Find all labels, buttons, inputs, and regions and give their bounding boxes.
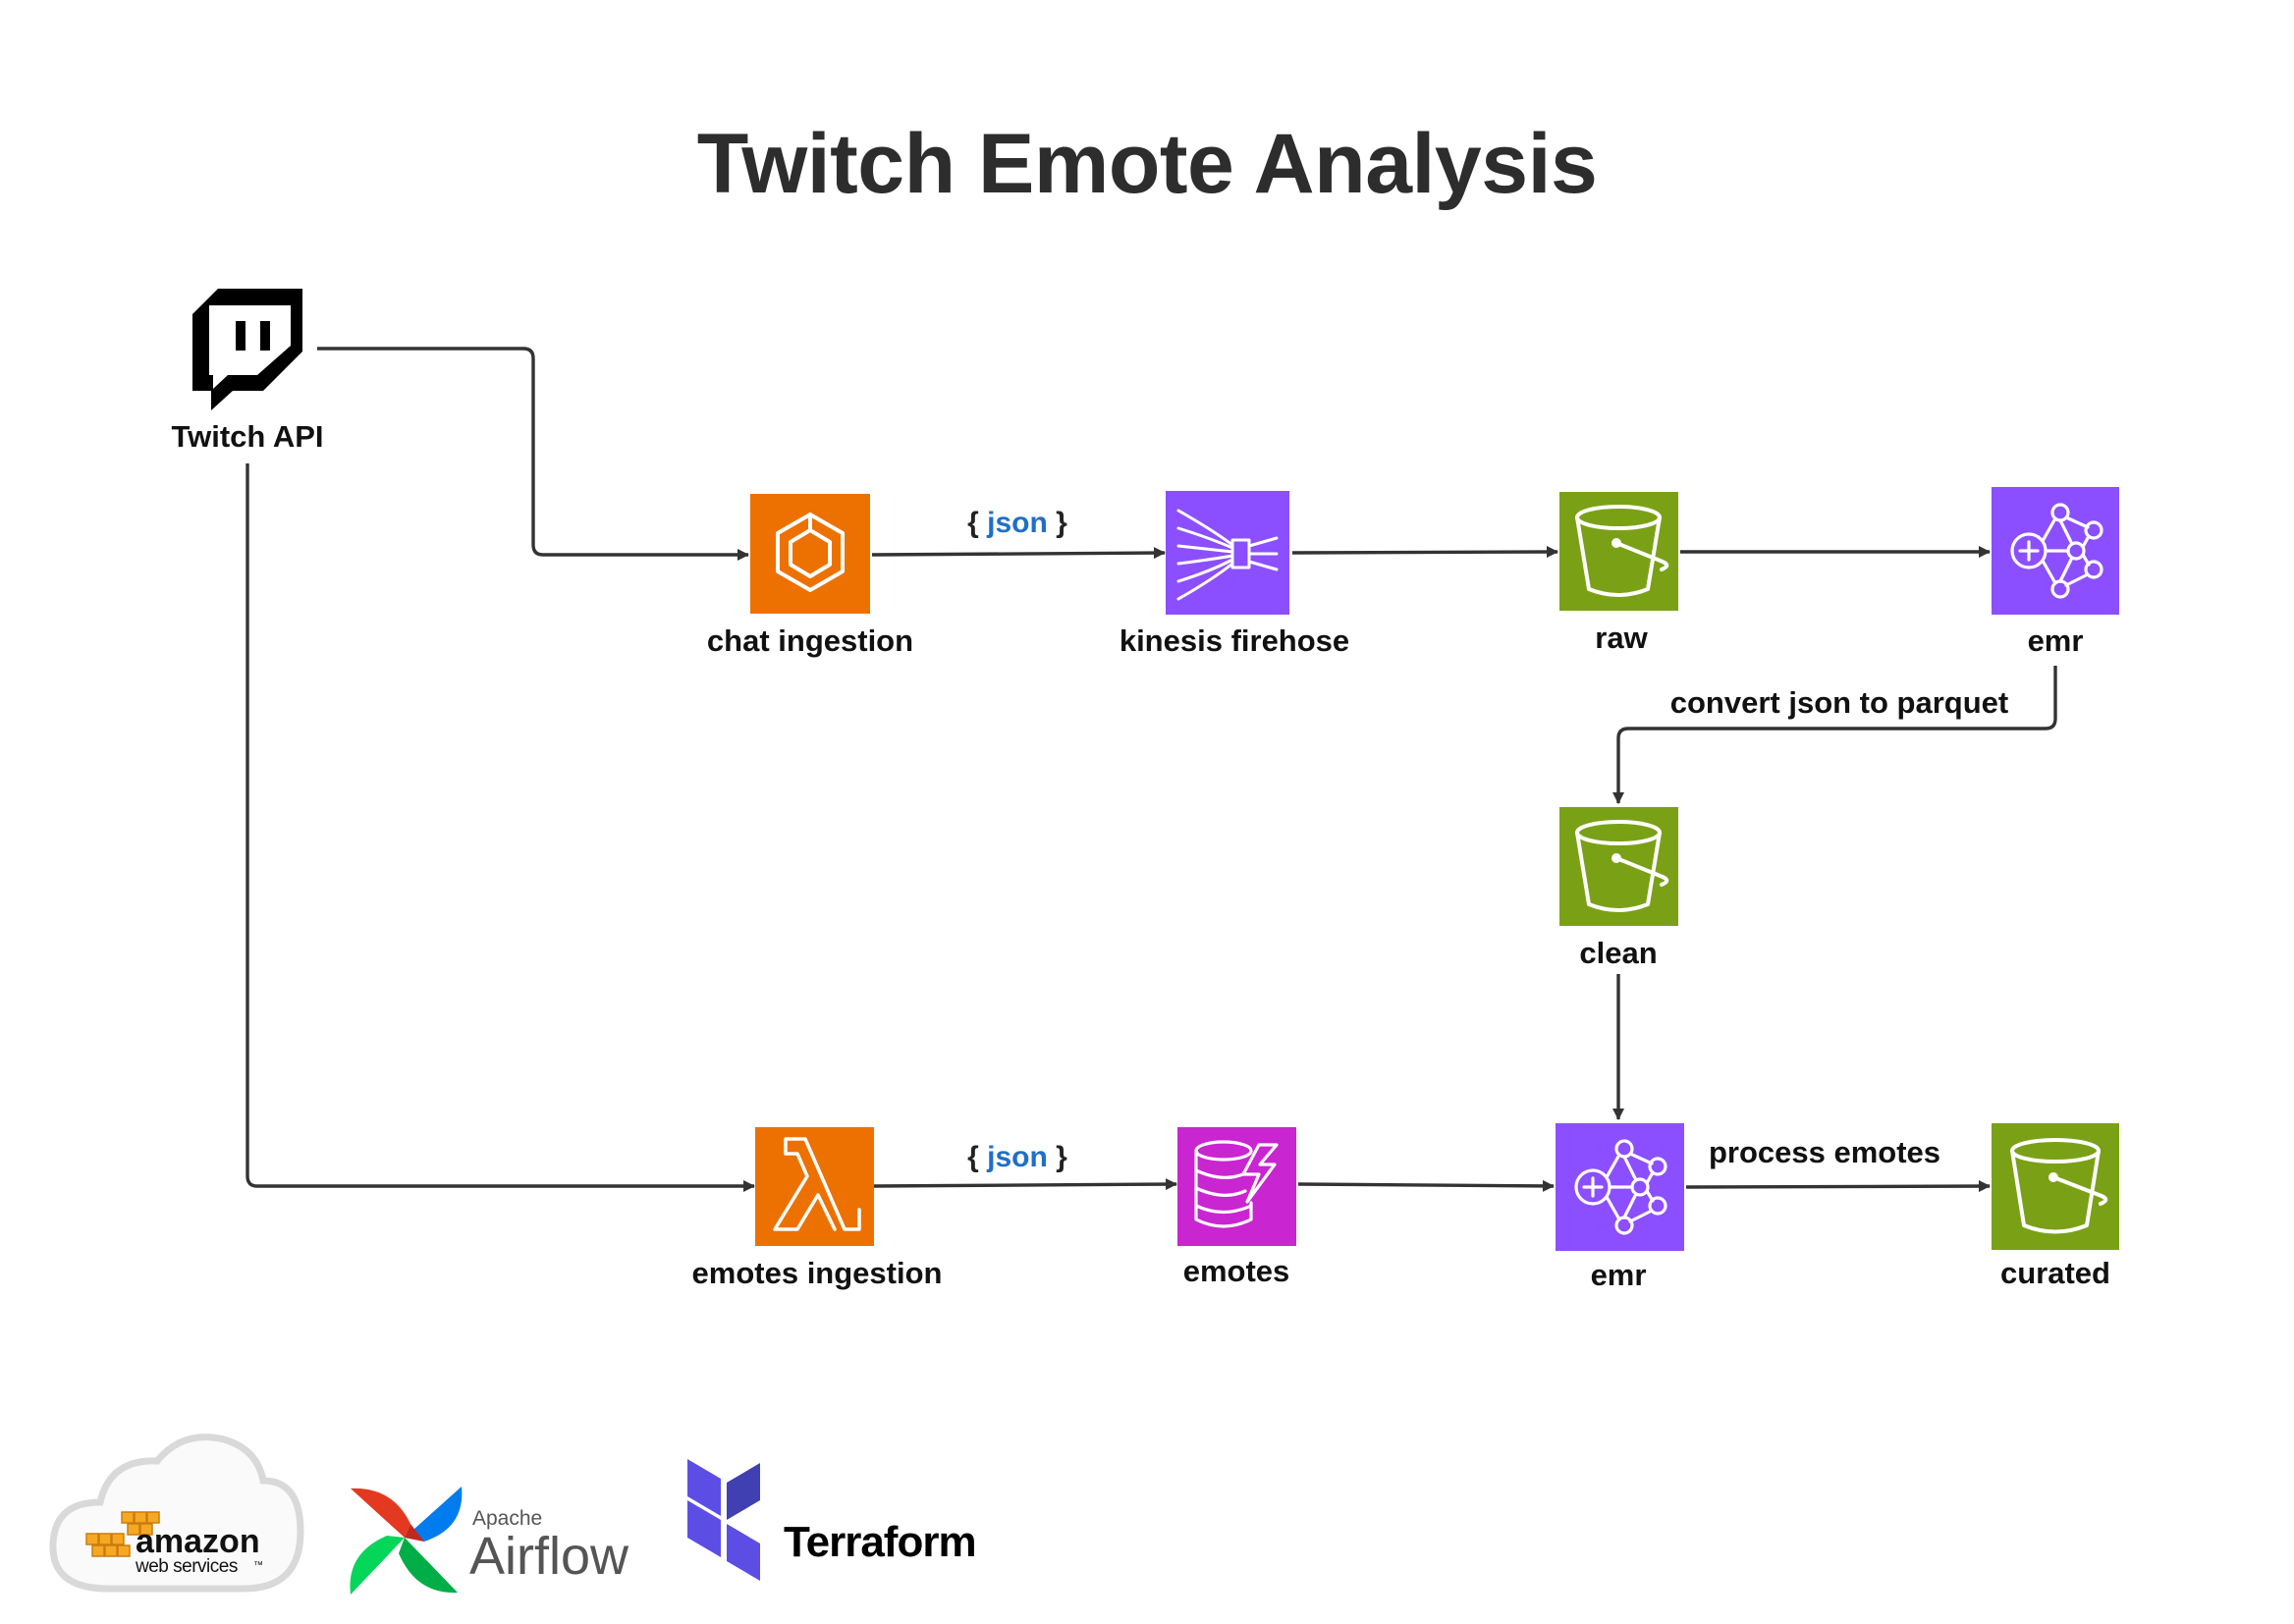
raw-tile [1559,492,1678,611]
aws-subtext: web services [135,1556,238,1577]
twitch-api-label: Twitch API [172,419,324,454]
kinesis-firehose-label: kinesis firehose [1120,623,1349,658]
node-emr-bottom: emr [1556,1123,1684,1292]
dynamodb-icon [1194,1140,1279,1228]
ecs-container-icon [776,513,845,592]
emr-cluster-icon [2010,503,2103,599]
aws-logo: amazon web services ™ [49,1434,304,1593]
lambda-icon [773,1137,861,1231]
convert-edge-label: convert json to parquet [1670,685,2008,720]
diagram-title: Twitch Emote Analysis [696,117,1598,211]
node-curated: curated [1992,1123,2119,1290]
chat-ingestion-label: chat ingestion [707,623,913,658]
edge-emotes-ingestion-to-emotes [873,1178,1177,1191]
s3-bucket-icon [1575,505,1669,597]
edge-twitch-to-chat-ingestion [317,347,749,561]
node-raw: raw [1559,492,1678,655]
edge-emr-bottom-to-curated [1685,1180,1991,1193]
edge-chat-ingestion-to-firehose [871,547,1166,560]
twitch-logo-icon [192,289,302,410]
airflow-apache-text: Apache [472,1507,542,1530]
emotes-label: emotes [1183,1254,1290,1288]
aws-tm: ™ [253,1560,263,1571]
chat-ingestion-tile [750,494,870,614]
emr-bottom-label: emr [1591,1258,1647,1292]
aws-wordmark: amazon [136,1523,260,1560]
kinesis-firehose-icon [1176,509,1279,601]
emotes-ingestion-label: emotes ingestion [692,1256,943,1290]
edge-emotes-to-emr-bottom [1297,1179,1555,1192]
airflow-wordmark: Airflow [469,1527,629,1586]
edge-twitch-to-emotes-ingestion [246,463,755,1192]
aws-cubes-icon [85,1511,160,1557]
terraform-wordmark: Terraform [784,1518,976,1566]
json-label-top: { json } [967,507,1067,539]
node-chat-ingestion: chat ingestion [707,494,913,658]
emr-cluster-icon [1574,1139,1667,1235]
emr-top-label: emr [2028,623,2084,658]
node-clean: clean [1559,807,1678,970]
process-edge-label: process emotes [1709,1135,1940,1169]
s3-bucket-icon [2010,1138,2108,1234]
curated-tile [1992,1123,2119,1250]
airflow-pinwheel-icon [350,1487,463,1595]
edge-firehose-to-raw [1291,546,1558,559]
clean-tile [1559,807,1678,926]
edge-emr-top-to-clean [1612,666,2057,804]
node-emotes: emotes [1177,1127,1296,1288]
clean-label: clean [1579,936,1657,970]
node-emotes-ingestion: emotes ingestion [692,1127,943,1290]
airflow-logo: Apache Airflow [350,1487,629,1595]
edges [246,347,2057,1193]
s3-bucket-icon [1575,820,1669,912]
node-emr-top: emr [1992,487,2119,658]
terraform-icon [687,1459,760,1581]
json-label-bottom: { json } [967,1141,1067,1173]
curated-label: curated [2000,1256,2110,1290]
node-kinesis-firehose: kinesis firehose [1120,491,1349,658]
raw-label: raw [1595,621,1648,655]
node-twitch-api: Twitch API [172,289,324,454]
terraform-logo: Terraform [687,1459,977,1581]
